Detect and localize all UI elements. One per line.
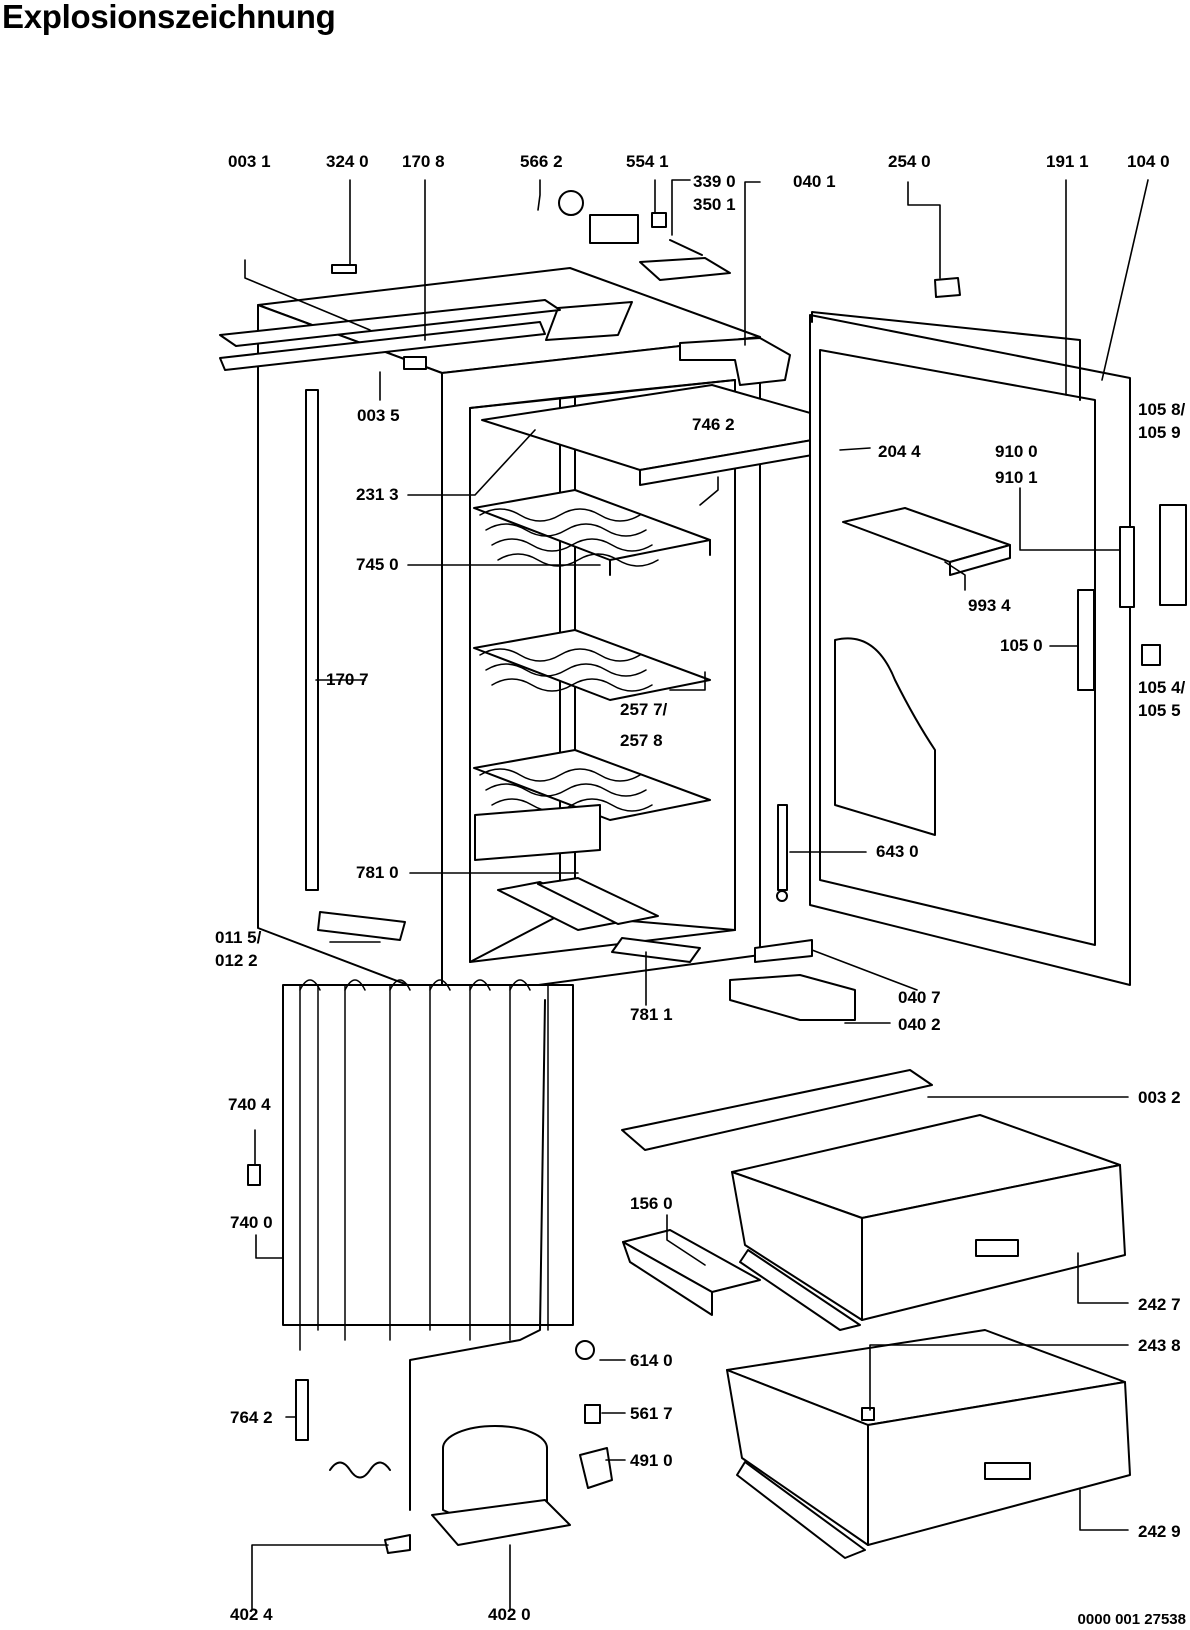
part-label-339-0: 339 0 — [693, 172, 736, 191]
part-label-170-7: 170 7 — [326, 670, 369, 689]
part-label-003-2: 003 2 — [1138, 1088, 1181, 1107]
leader-lines — [244, 179, 1149, 1611]
condenser-and-compressor — [247, 979, 613, 1554]
part-label-402-4: 402 4 — [230, 1605, 273, 1624]
part-label-003-1: 003 1 — [228, 152, 271, 171]
part-label-350-1: 350 1 — [693, 195, 736, 214]
part-label-745-0: 745 0 — [356, 555, 399, 574]
part-label-781-0: 781 0 — [356, 863, 399, 882]
part-label-746-2: 746 2 — [692, 415, 735, 434]
part-label-910-0: 910 0 — [995, 442, 1038, 461]
part-label-566-2: 566 2 — [520, 152, 563, 171]
top-components — [331, 190, 961, 298]
part-label-910-1: 910 1 — [995, 468, 1038, 487]
part-label-257-8: 257 8 — [620, 731, 663, 750]
part-label-040-1: 040 1 — [793, 172, 836, 191]
part-label-781-1: 781 1 — [630, 1005, 673, 1024]
part-label-231-3: 231 3 — [356, 485, 399, 504]
part-label-764-2: 764 2 — [230, 1408, 273, 1427]
drawers — [621, 1069, 1131, 1559]
part-label-324-0: 324 0 — [326, 152, 369, 171]
page-title: Explosionszeichnung — [2, 0, 336, 35]
part-label-012-2: 012 2 — [215, 951, 258, 970]
part-label-040-7: 040 7 — [898, 988, 941, 1007]
part-label-614-0: 614 0 — [630, 1351, 673, 1370]
part-label-105-8: 105 8/ — [1138, 400, 1186, 419]
part-label-491-0: 491 0 — [630, 1451, 673, 1470]
part-label-170-8: 170 8 — [402, 152, 445, 171]
part-label-257-7: 257 7/ — [620, 700, 668, 719]
part-label-643-0: 643 0 — [876, 842, 919, 861]
part-label-242-9: 242 9 — [1138, 1522, 1181, 1541]
part-label-402-0: 402 0 — [488, 1605, 531, 1624]
part-label-011-5: 011 5/ — [215, 928, 262, 947]
part-label-156-0: 156 0 — [630, 1194, 673, 1213]
door — [776, 311, 1187, 986]
part-label-105-9: 105 9 — [1138, 423, 1181, 442]
part-label-561-7: 561 7 — [630, 1404, 673, 1423]
part-label-105-4: 105 4/ — [1138, 678, 1186, 697]
part-label-191-1: 191 1 — [1046, 152, 1089, 171]
part-label-003-5: 003 5 — [357, 406, 400, 425]
document-number: 0000 001 27538 — [1077, 1611, 1186, 1628]
part-label-040-2: 040 2 — [898, 1015, 941, 1034]
part-label-254-0: 254 0 — [888, 152, 931, 171]
part-label-204-4: 204 4 — [878, 442, 921, 461]
part-label-242-7: 242 7 — [1138, 1295, 1181, 1314]
part-label-993-4: 993 4 — [968, 596, 1011, 615]
part-label-105-0: 105 0 — [1000, 636, 1043, 655]
part-label-105-5: 105 5 — [1138, 701, 1181, 720]
part-label-554-1: 554 1 — [626, 152, 669, 171]
part-label-104-0: 104 0 — [1127, 152, 1170, 171]
part-label-243-8: 243 8 — [1138, 1336, 1181, 1355]
part-label-740-4: 740 4 — [228, 1095, 271, 1114]
part-label-740-0: 740 0 — [230, 1213, 273, 1232]
